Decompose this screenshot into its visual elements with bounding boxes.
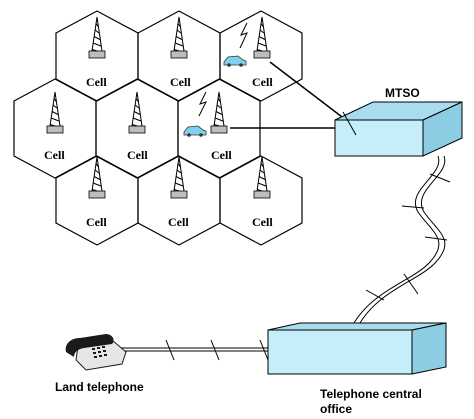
antenna-tower-icon: [46, 91, 64, 134]
link-tower-to-mtso: [269, 61, 347, 121]
antenna-tower-icon: [128, 91, 146, 134]
mtso-box: MTSO: [334, 86, 463, 157]
handset-icon: [65, 334, 114, 357]
cell-label: Cell: [252, 75, 273, 89]
car-icon: [223, 55, 247, 66]
cell-hex-9: [219, 155, 303, 246]
central-office-box: Telephone central office: [267, 322, 447, 416]
cell-grid: [13, 10, 303, 246]
cell-label: Cell: [86, 75, 107, 89]
cell-label: Cell: [86, 215, 107, 229]
antenna-tower-icon: [170, 16, 188, 59]
mobile-unit-2: [183, 91, 207, 137]
central-office-box-front: [267, 329, 413, 375]
land-telephone-label: Land telephone: [55, 380, 144, 394]
central-office-box-side: [411, 322, 447, 375]
antenna-tower-icon: [253, 16, 271, 59]
cell-labels: Cell Cell Cell Cell Cell Cell Cell Cell …: [44, 75, 273, 229]
car-icon: [183, 125, 207, 136]
keypad-icon: [92, 346, 107, 358]
mtso-to-central-cable: [349, 155, 451, 331]
land-telephone: Land telephone: [55, 334, 144, 394]
mtso-label: MTSO: [385, 86, 420, 100]
land-line-cable: [118, 339, 269, 361]
cell-label: Cell: [44, 148, 65, 162]
cell-hex-7: [55, 155, 139, 246]
cell-label: Cell: [170, 75, 191, 89]
cell-label: Cell: [168, 215, 189, 229]
cell-hex-8: [137, 155, 221, 246]
central-office-label-line1: Telephone central: [320, 387, 422, 401]
cell-label: Cell: [127, 148, 148, 162]
antenna-tower-icon: [210, 91, 228, 134]
central-office-label-line2: office: [320, 402, 352, 416]
mobile-unit-1: [223, 22, 248, 67]
mtso-box-front: [334, 119, 424, 157]
cell-label: Cell: [252, 215, 273, 229]
tower-links: [230, 61, 347, 129]
radio-link-icon: [198, 91, 207, 117]
cell-label: Cell: [211, 148, 232, 162]
antenna-tower-icon: [88, 156, 106, 199]
antenna-tower-icon: [170, 156, 188, 199]
antenna-tower-icon: [88, 16, 106, 59]
antenna-tower-icon: [253, 156, 271, 199]
radio-link-icon: [239, 22, 248, 49]
antenna-towers: [46, 16, 271, 199]
